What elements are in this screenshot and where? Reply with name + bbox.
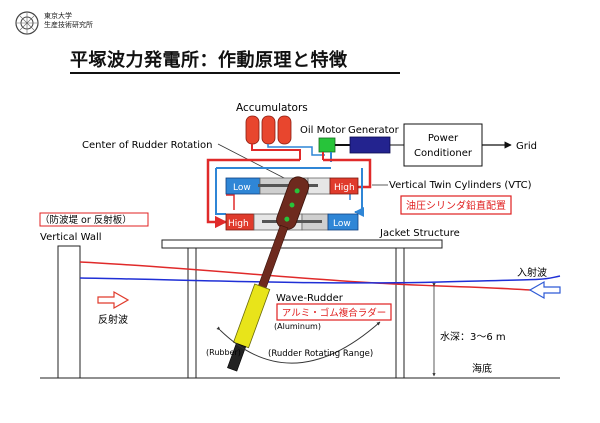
label-jacket-structure: Jacket Structure: [379, 228, 460, 239]
rudder-shaft: [256, 224, 289, 295]
blue-loop-left: [215, 168, 226, 215]
label-conditioner: Conditioner: [414, 148, 473, 159]
jacket-deck: [161, 239, 443, 249]
breakwater-jp-box: [39, 212, 149, 227]
red-loop-outer: [206, 158, 300, 229]
vtc-jp-box: [400, 195, 512, 215]
rudder-pivot: [276, 176, 310, 230]
label-center-rudder-rotation: Center of Rudder Rotation: [82, 140, 212, 151]
cylinder-upper-right-high: [329, 177, 359, 195]
label-rubber: (Rubber): [206, 348, 241, 357]
pivot-joint-bottom: [284, 216, 290, 222]
label-vtc: Vertical Twin Cylinders (VTC): [389, 180, 532, 191]
label-low-lower: Low: [333, 219, 351, 229]
reflected-wave-arrow: [97, 290, 130, 310]
center-rudder-leader: [217, 143, 289, 181]
label-high-upper: High: [334, 183, 355, 193]
logo-line-university: 東京大学: [44, 12, 72, 20]
red-wave-line: [79, 261, 561, 293]
label-seabed: 海底: [472, 362, 492, 375]
hydraulic-circuit: [206, 158, 372, 229]
label-wave-rudder: Wave-Rudder: [276, 293, 344, 304]
accumulator-pipe: [251, 144, 301, 160]
label-low-upper: Low: [233, 183, 251, 193]
wave-rudder: [227, 224, 289, 372]
logo-line-institute: 生産技術研究所: [44, 21, 93, 29]
page-title: 平塚波力発電所：作動原理と特徴: [70, 50, 348, 71]
oil-motor: [318, 137, 336, 153]
pivot-joint-center: [289, 202, 295, 208]
rudder-rubber-tip: [227, 342, 247, 372]
label-reflected-wave: 反射波: [98, 313, 128, 326]
label-aluminum: (Aluminum): [274, 322, 321, 331]
label-power: Power: [428, 133, 459, 144]
accumulator-pipe-blue: [267, 144, 325, 156]
cross-pipe-red: [226, 194, 235, 210]
incident-wave-arrow: [528, 280, 561, 300]
label-vtc-jp: 油圧シリンダ鉛直配置: [406, 199, 506, 212]
title-underline: [70, 72, 400, 74]
power-conditioner-box: [403, 123, 483, 167]
vertical-wall: [57, 245, 81, 379]
label-water-depth: 水深：3～6 m: [440, 331, 506, 343]
label-generator: Generator: [348, 125, 400, 136]
label-oil-motor: Oil Motor: [300, 125, 346, 136]
accumulator-3: [277, 115, 292, 145]
cylinder-lower-right-low: [327, 213, 359, 231]
pivot-joint-top: [294, 188, 300, 194]
label-vertical-wall: Vertical Wall: [40, 232, 102, 243]
rudder-rotating-range-arc: [216, 321, 381, 364]
label-accumulators: Accumulators: [236, 102, 308, 114]
label-incident-wave: 入射波: [517, 266, 547, 279]
blue-loop-right: [354, 168, 364, 217]
rudder-jp-box: [276, 303, 392, 321]
accumulator-2: [261, 115, 276, 145]
label-rudder-jp: アルミ・ゴム複合ラダー: [282, 307, 386, 319]
piston-rod-upper: [258, 184, 318, 187]
accumulator-1: [245, 115, 260, 145]
generator: [349, 136, 391, 154]
blue-wave-line: [79, 275, 561, 284]
label-rotating-range: (Rudder Rotating Range): [268, 349, 373, 359]
institute-name: 東京大学 生産技術研究所: [44, 12, 93, 30]
rudder-aluminum-blade: [233, 283, 271, 349]
accumulator-tanks: [245, 115, 292, 145]
label-grid: Grid: [516, 141, 537, 152]
label-high-lower: High: [228, 219, 249, 229]
label-breakwater-jp: （防波堤 or 反射板）: [40, 214, 132, 226]
university-seal-icon: [15, 11, 39, 35]
